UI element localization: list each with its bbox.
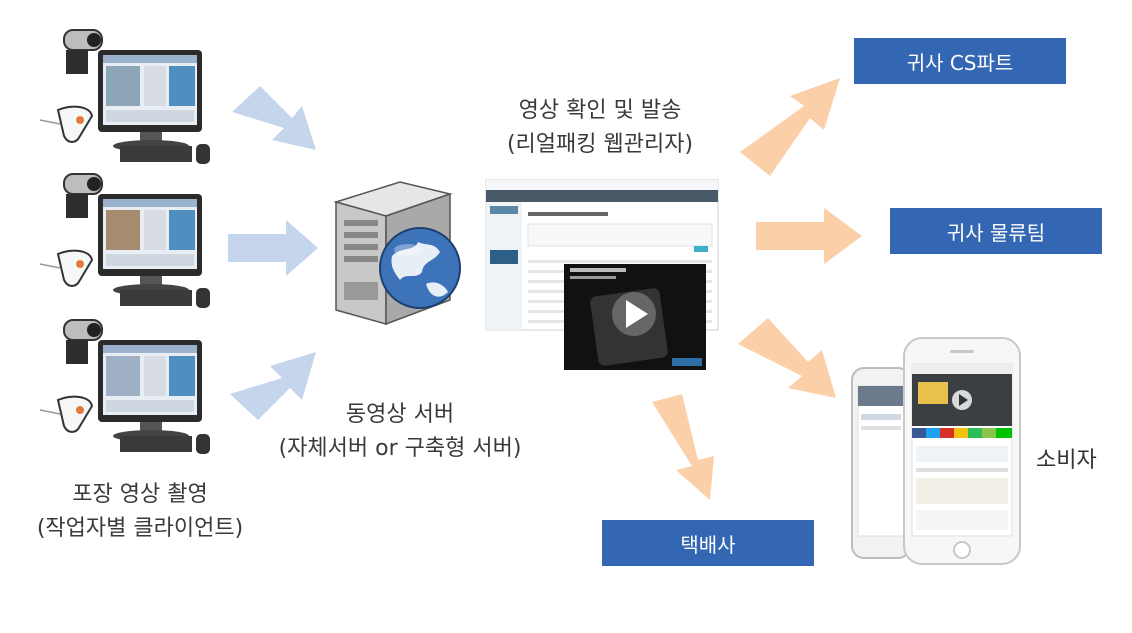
- consumer-label: 소비자: [1036, 448, 1097, 473]
- cs-team-label: 귀사 CS파트: [906, 50, 1014, 75]
- arrow-workstation2-to-server: [228, 220, 318, 276]
- cs-team-box: 귀사 CS파트: [854, 38, 1066, 84]
- courier-label: 택배사: [680, 532, 736, 557]
- workstation-icon-2: [39, 173, 210, 308]
- courier-box: 택배사: [602, 520, 814, 566]
- confirm-caption-line2: (리얼패킹 웹관리자): [506, 132, 694, 157]
- server-caption: 동영상 서버 (자체서버 or 구축형 서버): [260, 398, 540, 466]
- server-globe-icon: [333, 181, 461, 326]
- server-caption-line1: 동영상 서버: [345, 402, 455, 427]
- workstation-icon-1: [39, 29, 210, 164]
- play-icon: [626, 300, 648, 328]
- arrow-to-cs-team: [740, 78, 840, 176]
- logistics-team-box: 귀사 물류팀: [890, 208, 1102, 254]
- packing-caption-line1: 포장 영상 촬영: [72, 482, 208, 507]
- logistics-team-label: 귀사 물류팀: [946, 220, 1046, 245]
- arrow-to-consumer: [738, 318, 836, 398]
- server-caption-line2: (자체서버 or 구축형 서버): [278, 436, 522, 461]
- packing-caption: 포장 영상 촬영 (작업자별 클라이언트): [10, 478, 270, 546]
- confirm-caption: 영상 확인 및 발송 (리얼패킹 웹관리자): [470, 94, 730, 162]
- smartphone-icon: [851, 337, 1021, 565]
- arrow-to-logistics-team: [756, 208, 862, 264]
- workstation-icon-3: [39, 319, 210, 454]
- arrow-workstation1-to-server: [232, 86, 316, 150]
- arrow-workstation3-to-server: [230, 352, 316, 420]
- confirm-caption-line1: 영상 확인 및 발송: [518, 98, 682, 123]
- packing-caption-line2: (작업자별 클라이언트): [36, 516, 244, 541]
- arrow-to-courier: [652, 394, 714, 500]
- web-admin-screenshot: [485, 179, 719, 370]
